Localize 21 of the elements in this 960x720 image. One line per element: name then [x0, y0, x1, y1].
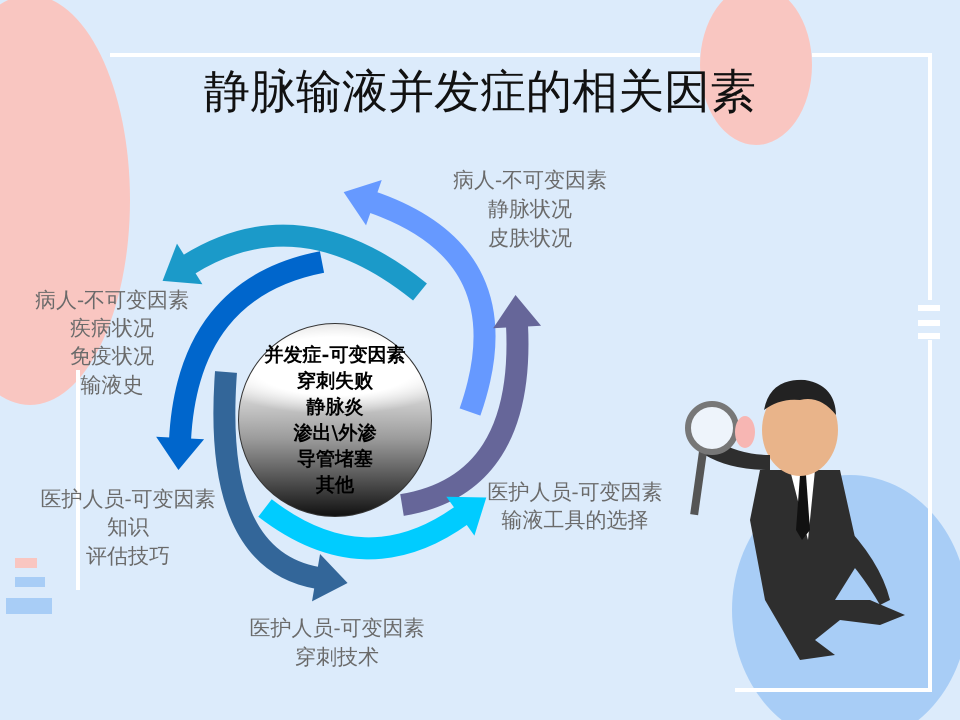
factor-text: 渗出\外渗 [294, 421, 376, 446]
factor-text: 穿刺失败 [297, 369, 373, 394]
title: 静脉输液并发症的相关因素 [204, 63, 756, 120]
factor-label: 医护人员-可变因素 [40, 486, 216, 513]
factor-label: 穿刺技术 [295, 644, 379, 671]
factor-label: 输液工具的选择 [502, 507, 648, 534]
factor-text: 导管堵塞 [297, 447, 373, 472]
factor-label: 评估技巧 [86, 543, 170, 570]
factor-label: 知识 [107, 514, 149, 541]
factor-label: 医护人员-可变因素 [487, 479, 663, 506]
factor-label: 静脉状况 [488, 196, 572, 223]
factor-label: 医护人员-可变因素 [249, 615, 425, 642]
factor-text: 其他 [316, 473, 354, 498]
factor-label: 疾病状况 [70, 315, 154, 342]
factor-label: 病人-不可变因素 [452, 167, 608, 194]
factor-label: 免疫状况 [70, 343, 154, 370]
factor-label: 病人-不可变因素 [34, 287, 190, 314]
factor-label: 输液史 [80, 372, 144, 399]
factor-label: 皮肤状况 [488, 225, 572, 252]
factor-text: 并发症-可变因素 [264, 343, 406, 368]
factor-text: 静脉炎 [306, 395, 364, 420]
